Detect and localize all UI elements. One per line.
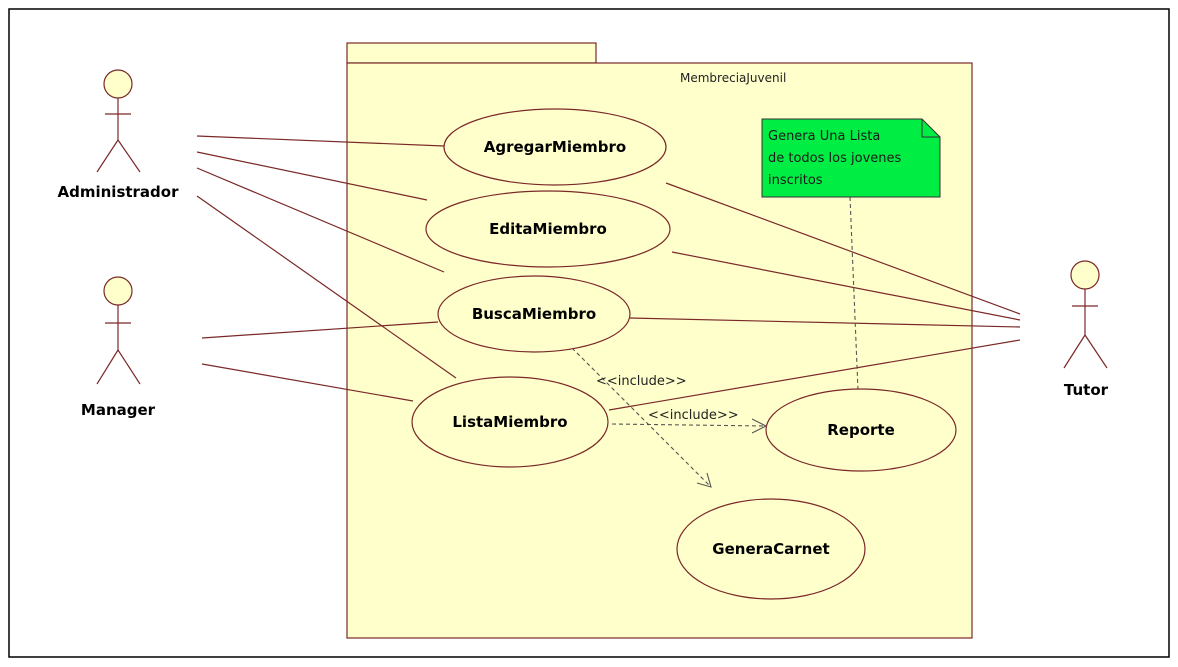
actor-administrador-label: Administrador	[58, 183, 180, 201]
assoc-admin-agregar	[196, 135, 445, 147]
actor-tutor-label: Tutor	[1064, 381, 1109, 399]
actor-administrador-leg-left	[96, 139, 119, 173]
include-label-busca-genera: <<include>>	[596, 374, 687, 389]
actor-manager-label: Manager	[81, 401, 156, 419]
include-label-lista-reporte: <<include>>	[648, 408, 739, 423]
actor-manager-head	[103, 276, 133, 306]
assoc-manager-busca	[201, 321, 439, 339]
use-case-editamiembro-label: EditaMiembro	[489, 220, 607, 238]
use-case-listamiembro-shape	[411, 376, 609, 468]
use-case-generacarnet: GeneraCarnet	[676, 498, 866, 600]
assoc-busca-tutor	[629, 317, 1021, 328]
actor-administrador-head	[103, 69, 133, 99]
use-case-reporte: Reporte	[765, 388, 957, 472]
note-text-line1: Genera Una Lista	[768, 129, 880, 144]
actor-administrador-leg-right	[117, 139, 141, 173]
use-case-buscamiembro-label: BuscaMiembro	[472, 305, 596, 323]
associations	[196, 135, 1021, 411]
package-name: MembreciaJuvenil	[680, 71, 786, 85]
include-busca-genera	[571, 347, 711, 487]
assoc-admin-lista	[196, 195, 457, 379]
use-case-reporte-shape	[765, 388, 957, 472]
use-case-listamiembro-label: ListaMiembro	[452, 413, 567, 431]
package-tab	[346, 42, 597, 64]
actor-tutor-head	[1070, 260, 1100, 290]
assoc-admin-busca	[196, 167, 445, 273]
use-case-buscamiembro: BuscaMiembro	[437, 275, 631, 353]
use-case-agregarmiembro-label: AgregarMiembro	[484, 138, 627, 156]
assoc-agregar-tutor	[665, 182, 1021, 315]
use-case-reporte-label: Reporte	[827, 421, 895, 439]
use-case-listamiembro: ListaMiembro	[411, 376, 609, 468]
use-case-generacarnet-shape	[676, 498, 866, 600]
actor-tutor-leg-left	[1063, 334, 1086, 369]
include-lista-reporte	[611, 423, 766, 427]
include-arrowhead-genera	[696, 472, 712, 488]
note-fold	[921, 119, 940, 138]
note: Genera Una Lista de todos los jovenes in…	[761, 118, 941, 198]
actor-tutor-leg-right	[1084, 334, 1108, 369]
note-text-line2: de todos los jovenes	[768, 151, 902, 166]
actor-manager-leg-left	[96, 349, 119, 385]
actor-tutor	[1063, 260, 1108, 369]
assoc-edita-tutor	[671, 251, 1021, 321]
use-case-agregarmiembro-shape	[443, 108, 667, 186]
assoc-manager-lista	[201, 363, 414, 402]
use-case-editamiembro-shape	[425, 190, 671, 268]
use-case-buscamiembro-shape	[437, 275, 631, 353]
actor-manager-leg-right	[117, 349, 141, 385]
actor-manager	[96, 276, 141, 385]
note-text-line3: inscritos	[768, 173, 823, 188]
use-case-editamiembro: EditaMiembro	[425, 190, 671, 268]
note-shape	[761, 118, 941, 198]
use-case-agregarmiembro: AgregarMiembro	[443, 108, 667, 186]
assoc-admin-edita	[196, 151, 428, 201]
use-case-generacarnet-label: GeneraCarnet	[712, 540, 829, 558]
actor-administrador	[96, 69, 141, 173]
assoc-lista-tutor	[608, 339, 1021, 411]
